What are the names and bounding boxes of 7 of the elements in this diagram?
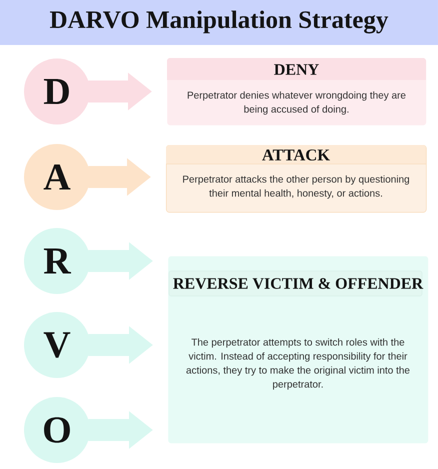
card-heading: DENY bbox=[167, 58, 426, 80]
card-text: Perpetrator attacks the other person by questioning their mental health, honesty, or actions. bbox=[183, 175, 409, 199]
title-banner: DARVO Manipulation Strategy bbox=[0, 0, 438, 45]
card-heading: ATTACK bbox=[166, 145, 426, 164]
card-heading: REVERSE VICTIM & OFFENDER bbox=[168, 270, 424, 296]
card-text: The perpetrator attempts to switch roles with the victim. Instead of accepting responsibility for their actions, they try to make the original victim into the perpetrator. bbox=[186, 338, 410, 390]
card-text: Perpetrator denies whatever wrongdoing they are being accused of doing. bbox=[188, 91, 406, 115]
